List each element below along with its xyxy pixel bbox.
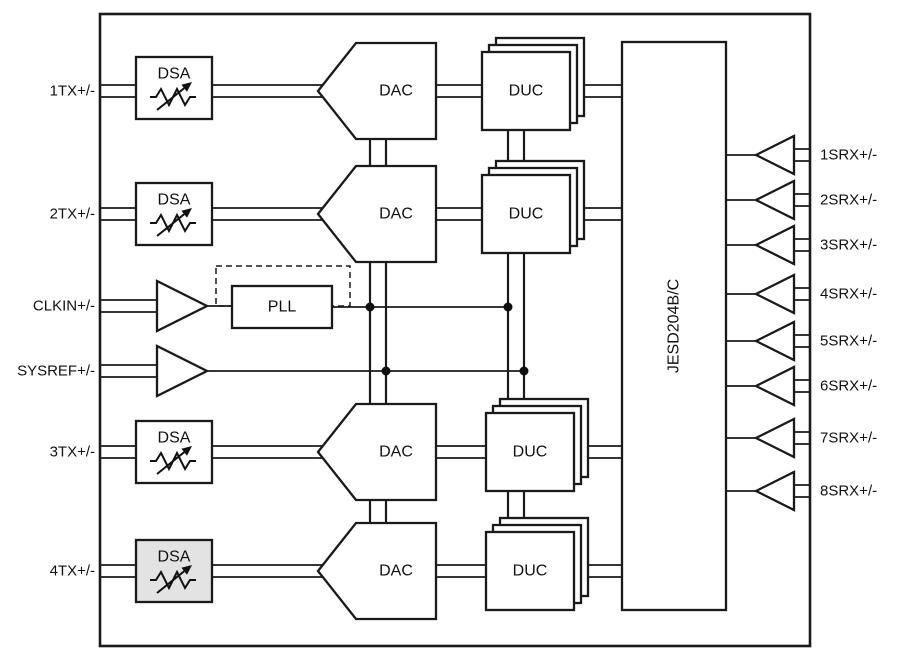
port-label-2tx: 2TX+/- <box>50 206 95 223</box>
dsa4-label: DSA <box>158 549 191 566</box>
port-label-1srx: 1SRX+/- <box>820 147 877 164</box>
duc-block-stack-3: DUC <box>484 397 590 493</box>
srx7-buffer-icon <box>753 417 796 459</box>
port-label-sysref: SYSREF+/- <box>17 363 95 380</box>
dac1-shape <box>316 41 438 141</box>
dac2-shape <box>316 164 438 264</box>
srx1-lane-lines <box>726 148 810 162</box>
srx8-lane-lines <box>726 484 810 498</box>
duc4-box <box>484 530 576 612</box>
port-label-4srx: 4SRX+/- <box>820 286 877 303</box>
duc2-box <box>480 173 572 255</box>
srx1-buffer-icon <box>753 134 796 176</box>
dsa3-box <box>134 419 214 485</box>
dsa2-box <box>134 181 214 247</box>
port-label-5srx: 5SRX+/- <box>820 333 877 350</box>
sysref-buffer-icon <box>155 344 210 398</box>
srx5-buffer-icon <box>753 320 796 362</box>
srx4-buffer-icon <box>753 273 796 315</box>
tx1-input-pair <box>100 84 136 98</box>
duc4-label: DUC <box>513 563 548 580</box>
tx4-dac-to-duc-pair <box>436 564 486 578</box>
duc-block-stack-1: DUC <box>480 36 586 132</box>
dac4-shape <box>316 521 438 621</box>
sysref-junction-dot <box>519 366 529 376</box>
pll-label: PLL <box>268 299 297 316</box>
port-label-3tx: 3TX+/- <box>50 444 95 461</box>
dsa-block-4: DSA <box>134 538 214 604</box>
srx8-buffer-icon <box>753 470 796 512</box>
tx2-dac-to-duc-pair <box>436 207 482 221</box>
dac-block-3: DAC <box>316 402 438 502</box>
tx3-dac-to-duc-pair <box>436 445 486 459</box>
srx5-lane-lines <box>726 334 810 348</box>
right-port-labels: 1SRX+/- 2SRX+/- 3SRX+/- 4SRX+/- 5SRX+/- … <box>820 147 877 500</box>
left-port-labels: 1TX+/- 2TX+/- CLKIN+/- SYSREF+/- 3TX+/- … <box>17 83 95 580</box>
dsa4-box-shaded <box>134 538 214 604</box>
srx3-buffer-icon <box>753 224 796 266</box>
dsa-block-2: DSA <box>134 181 214 247</box>
dac4-label: DAC <box>379 563 413 580</box>
port-label-7srx: 7SRX+/- <box>820 430 877 447</box>
tx4-input-pair <box>100 564 136 578</box>
duc1-label: DUC <box>509 83 544 100</box>
port-label-3srx: 3SRX+/- <box>820 237 877 254</box>
pll-box <box>230 284 334 330</box>
duc3-box <box>484 411 576 493</box>
srx2-lane-lines <box>726 193 810 207</box>
port-label-4tx: 4TX+/- <box>50 563 95 580</box>
tx3-input-pair <box>100 445 136 459</box>
duc-block-stack-2: DUC <box>480 159 586 255</box>
jesd-block: JESD204B/C <box>620 40 728 612</box>
port-label-clkin: CLKIN+/- <box>33 298 95 315</box>
dsa1-label: DSA <box>158 66 191 83</box>
tx1-dsa-to-dac-pair <box>212 84 330 98</box>
srx6-buffer-icon <box>753 365 796 407</box>
sysref-input-pair <box>100 364 157 378</box>
jesd-label: JESD204B/C <box>666 279 683 373</box>
dsa3-label: DSA <box>158 430 191 447</box>
srx6-lane-lines <box>726 379 810 393</box>
srx2-buffer-icon <box>753 179 796 221</box>
srx7-lane-lines <box>726 431 810 445</box>
dac3-shape <box>316 402 438 502</box>
duc-block-stack-4: DUC <box>484 516 590 612</box>
dsa-block-1: DSA <box>134 55 214 121</box>
tx1-dac-to-duc-pair <box>436 84 482 98</box>
tx4-dsa-to-dac-pair <box>212 564 330 578</box>
duc2-label: DUC <box>509 206 544 223</box>
port-label-6srx: 6SRX+/- <box>820 378 877 395</box>
clkin-buffer-icon <box>155 279 210 333</box>
port-label-8srx: 8SRX+/- <box>820 483 877 500</box>
duc3-label: DUC <box>513 444 548 461</box>
dac-block-4: DAC <box>316 521 438 621</box>
dac-block-2: DAC <box>316 164 438 264</box>
clkin-input-pair <box>100 299 157 313</box>
dac2-label: DAC <box>379 206 413 223</box>
tx3-dsa-to-dac-pair <box>212 445 330 459</box>
tx2-input-pair <box>100 207 136 221</box>
tx2-dsa-to-dac-pair <box>212 207 330 221</box>
srx4-lane-lines <box>726 287 810 301</box>
jesd-box <box>620 40 728 612</box>
port-label-2srx: 2SRX+/- <box>820 192 877 209</box>
dac3-label: DAC <box>379 444 413 461</box>
serdes-rx-buffers <box>753 134 796 512</box>
srx3-lane-lines <box>726 238 810 252</box>
sysref-junction-dot <box>381 366 391 376</box>
clock-junction-dot <box>365 302 375 312</box>
dsa-block-3: DSA <box>134 419 214 485</box>
dsa1-box <box>134 55 214 121</box>
port-label-1tx: 1TX+/- <box>50 83 95 100</box>
clock-junction-dot <box>503 302 513 312</box>
junction-dots <box>365 302 529 376</box>
dsa2-label: DSA <box>158 192 191 209</box>
dac-block-1: DAC <box>316 41 438 141</box>
dac1-label: DAC <box>379 83 413 100</box>
clock-section: PLL <box>155 265 351 398</box>
duc1-box <box>480 50 572 132</box>
